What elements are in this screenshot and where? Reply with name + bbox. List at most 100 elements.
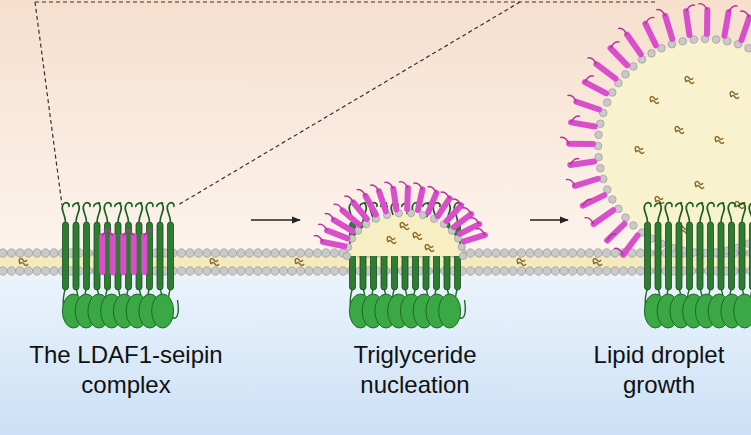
ldaf1-helix [327,231,347,239]
ldaf1-helix [623,235,637,254]
lipid-head [305,267,313,275]
seipin-tail [644,203,651,222]
ldaf1-tail [334,204,343,210]
zoom-line [178,2,520,205]
ldaf1-tail [123,230,132,236]
triglyceride-chain [387,237,395,240]
triglyceride-chain [210,259,218,262]
lipid-head [33,267,41,275]
ldaf1-tail [413,183,422,189]
lipid-head [50,267,58,275]
seipin-tail [718,203,725,222]
triglyceride-chain [413,233,421,236]
seipin-lumenal-domain [439,294,461,328]
ldaf1-helix [645,24,656,46]
lipid-head [16,249,24,257]
lipid-head [595,131,603,139]
stage-panel: The LDAF1-seipin complex [4,190,248,400]
triglyceride-chain [655,197,663,200]
lipid-head [211,249,219,257]
zoom-line [35,2,62,205]
ldaf1-helix [99,236,105,272]
seipin-tail [167,203,174,222]
seipin-tail [676,203,683,222]
ldaf1-helix [569,141,593,147]
seipin-helix [697,222,703,290]
seipin-helix [739,222,745,290]
triglyceride-molecule [19,259,28,266]
ldaf1-helix [570,162,594,165]
lipid-head [288,249,296,257]
seipin-complex [314,182,485,328]
lipid-head [648,50,656,58]
ldaf1-helix [379,191,386,211]
triglyceride-molecule [730,92,739,99]
lipid-head [745,44,751,52]
lipid-head [33,249,41,257]
triglyceride-chain [636,151,644,154]
triglyceride-chain [593,260,594,264]
ldaf1-helix [393,189,396,210]
ldaf1-tail [566,179,575,185]
lipid-head [322,249,330,257]
lipid-head [500,267,508,275]
triglyceride-chain [695,182,703,185]
lipid-head [237,249,245,257]
seipin-lumenal-domain [152,294,174,328]
seipin-helix [73,222,79,290]
lipid-head [245,249,253,257]
seipin-lumenal-domain [734,294,751,328]
triglyceride-chain [695,183,696,187]
triglyceride-molecule [387,237,396,244]
lipid-head [458,243,465,250]
ldaf1-tail [427,187,436,193]
lipid-head [543,267,551,275]
lipid-head [262,249,270,257]
ldaf1-tail [370,185,379,191]
ldaf1-helix [627,35,641,55]
lipid-head [7,267,15,275]
seipin-tail [73,203,80,222]
lipid-head [585,249,593,257]
lipid-head [568,249,576,257]
lipid-droplet [560,4,751,257]
triglyceride-chain [686,81,694,84]
ldaf1-tail [571,116,580,122]
lipid-head [509,249,517,257]
triglyceride-chain [387,238,388,242]
ldaf1-tail [740,11,749,17]
ldaf1-tail [462,208,471,214]
lipid-head [194,249,202,257]
stage-caption: Lipid droplet growth [571,340,747,400]
lipid-head [220,267,228,275]
ldaf1-helix [464,235,485,241]
triglyceride-chain [401,227,409,230]
lipid-head [585,267,593,275]
seipin-helix [708,222,714,290]
lipid-head [622,214,630,222]
triglyceride-chain [715,137,723,140]
triglyceride-chain [675,128,676,132]
ldaf1-tail [560,137,569,143]
triglyceride-chain [696,186,704,189]
ldaf1-helix [334,220,353,231]
lipid-head [50,249,58,257]
seipin-tail [136,203,143,222]
lipid-head [203,249,211,257]
lipid-head [177,249,185,257]
ldaf1-tail [611,42,620,48]
seipin-tail [104,203,111,222]
lipid-head [186,249,194,257]
triglyceride-molecule [695,182,704,189]
seipin-tail [739,203,746,222]
triglyceride-chain [19,259,27,262]
triglyceride-molecule [715,137,724,144]
seipin-helix [729,222,735,290]
triglyceride-molecule [517,259,526,266]
triglyceride-chain [19,260,20,264]
seipin-helix [718,222,724,290]
lipid-head [475,267,483,275]
ldaf1-helix [704,10,710,34]
